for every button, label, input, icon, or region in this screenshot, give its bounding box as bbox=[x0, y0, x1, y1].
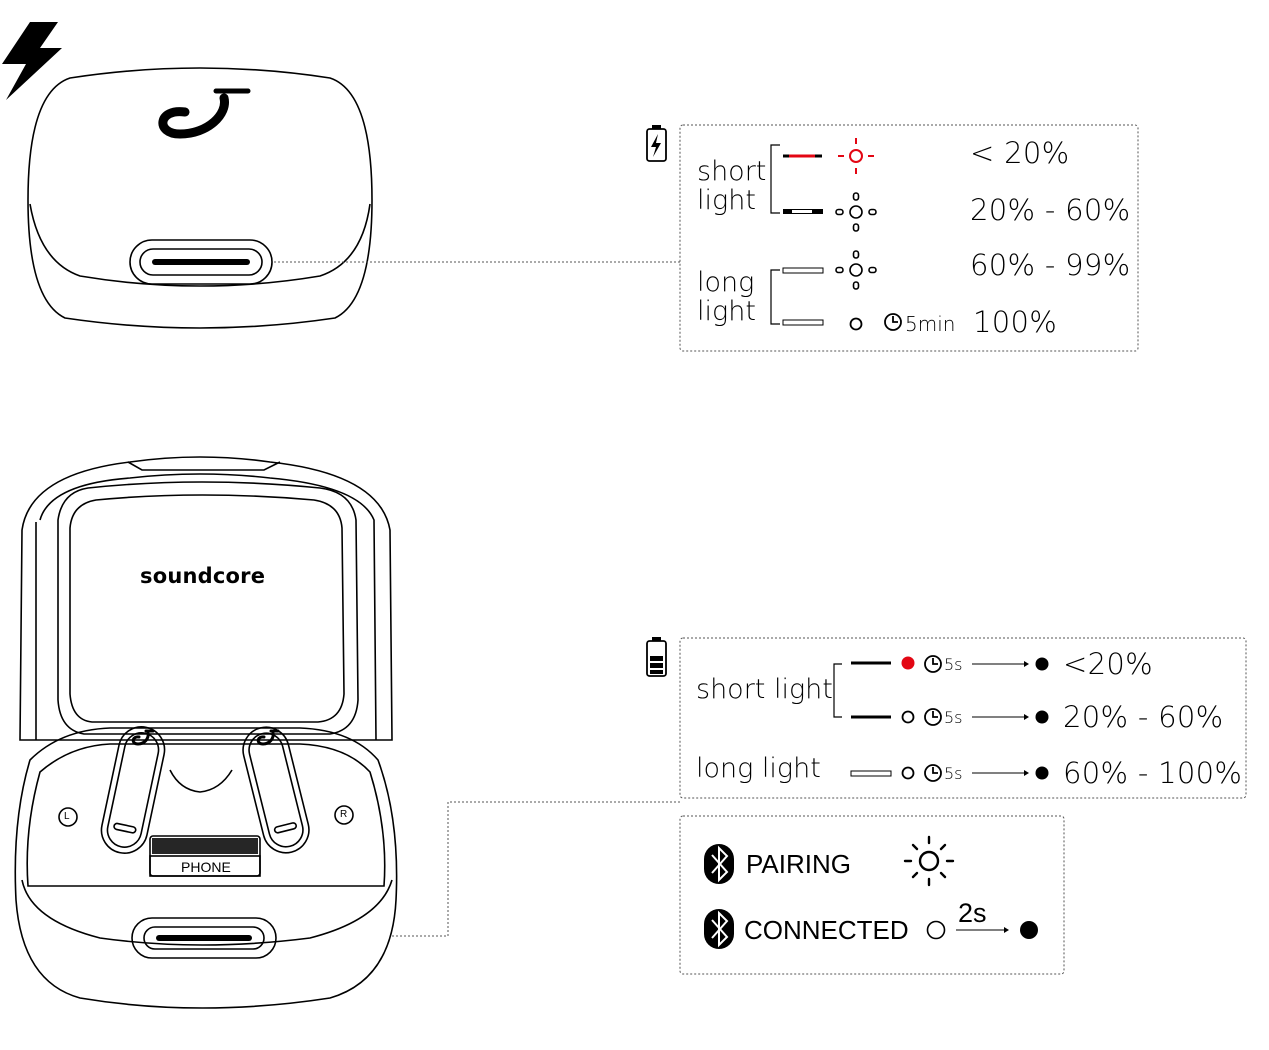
timer-label: 5s bbox=[944, 708, 963, 727]
light-off-icon bbox=[926, 920, 946, 940]
bluetooth-icon bbox=[704, 909, 734, 949]
left-marker-label: L bbox=[64, 811, 70, 822]
range-label: <20% bbox=[1063, 647, 1153, 681]
earbud-battery-panel bbox=[679, 637, 1247, 799]
long-light-label: long light bbox=[696, 753, 821, 784]
short-light-label: short light bbox=[697, 156, 767, 216]
blinking-light-icon bbox=[903, 835, 955, 887]
light-off-icon bbox=[849, 317, 863, 331]
earbud-logo-icon bbox=[131, 729, 280, 746]
soundcore-logo-mark bbox=[158, 88, 251, 139]
leader-line-bottom bbox=[392, 801, 680, 937]
pairing-label: PAIRING bbox=[746, 849, 851, 879]
short-light-bracket-2 bbox=[833, 663, 842, 718]
clock-icon bbox=[924, 764, 942, 782]
timer-label: 5min bbox=[905, 312, 956, 336]
range-label: 20% - 60% bbox=[1063, 700, 1224, 734]
long-light-label: long light bbox=[697, 267, 756, 327]
bluetooth-status-panel bbox=[679, 815, 1065, 975]
blinking-light-icon bbox=[835, 250, 877, 290]
clock-icon bbox=[924, 708, 942, 726]
bluetooth-icon bbox=[704, 844, 734, 884]
timer-label: 5s bbox=[944, 764, 963, 783]
long-light-bracket bbox=[770, 269, 780, 325]
lightning-bolt-icon bbox=[2, 22, 62, 100]
phone-label: PHONE bbox=[181, 859, 231, 875]
right-earbud-marker bbox=[334, 805, 354, 825]
clock-icon bbox=[924, 655, 942, 673]
clock-icon bbox=[884, 313, 902, 331]
range-label: 100% bbox=[973, 305, 1058, 339]
range-label: < 20% bbox=[970, 136, 1070, 170]
delay-label: 2s bbox=[958, 898, 987, 928]
light-on-icon bbox=[1020, 921, 1038, 939]
connected-label: CONNECTED bbox=[744, 915, 909, 945]
charging-status-panel bbox=[679, 124, 1139, 352]
battery-full-icon bbox=[646, 637, 667, 677]
short-light-label: short light bbox=[696, 674, 833, 705]
left-earbud-marker bbox=[58, 807, 78, 827]
red-light-icon bbox=[901, 656, 915, 670]
range-label: 60% - 99% bbox=[970, 248, 1131, 282]
range-label: 20% - 60% bbox=[970, 193, 1131, 227]
timer-label: 5s bbox=[944, 655, 963, 674]
indicator-window bbox=[131, 917, 277, 959]
short-light-bracket bbox=[770, 144, 780, 214]
charge-indicator-window bbox=[129, 239, 273, 285]
range-label: 60% - 100% bbox=[1063, 756, 1243, 790]
blinking-light-icon bbox=[835, 192, 877, 232]
blinking-light-icon bbox=[838, 138, 874, 174]
battery-charging-icon bbox=[646, 125, 667, 162]
closed-charging-case bbox=[27, 67, 373, 329]
brand-logo-text: soundcore bbox=[140, 564, 266, 588]
right-marker-label: R bbox=[340, 809, 348, 820]
open-charging-case bbox=[14, 456, 398, 1009]
